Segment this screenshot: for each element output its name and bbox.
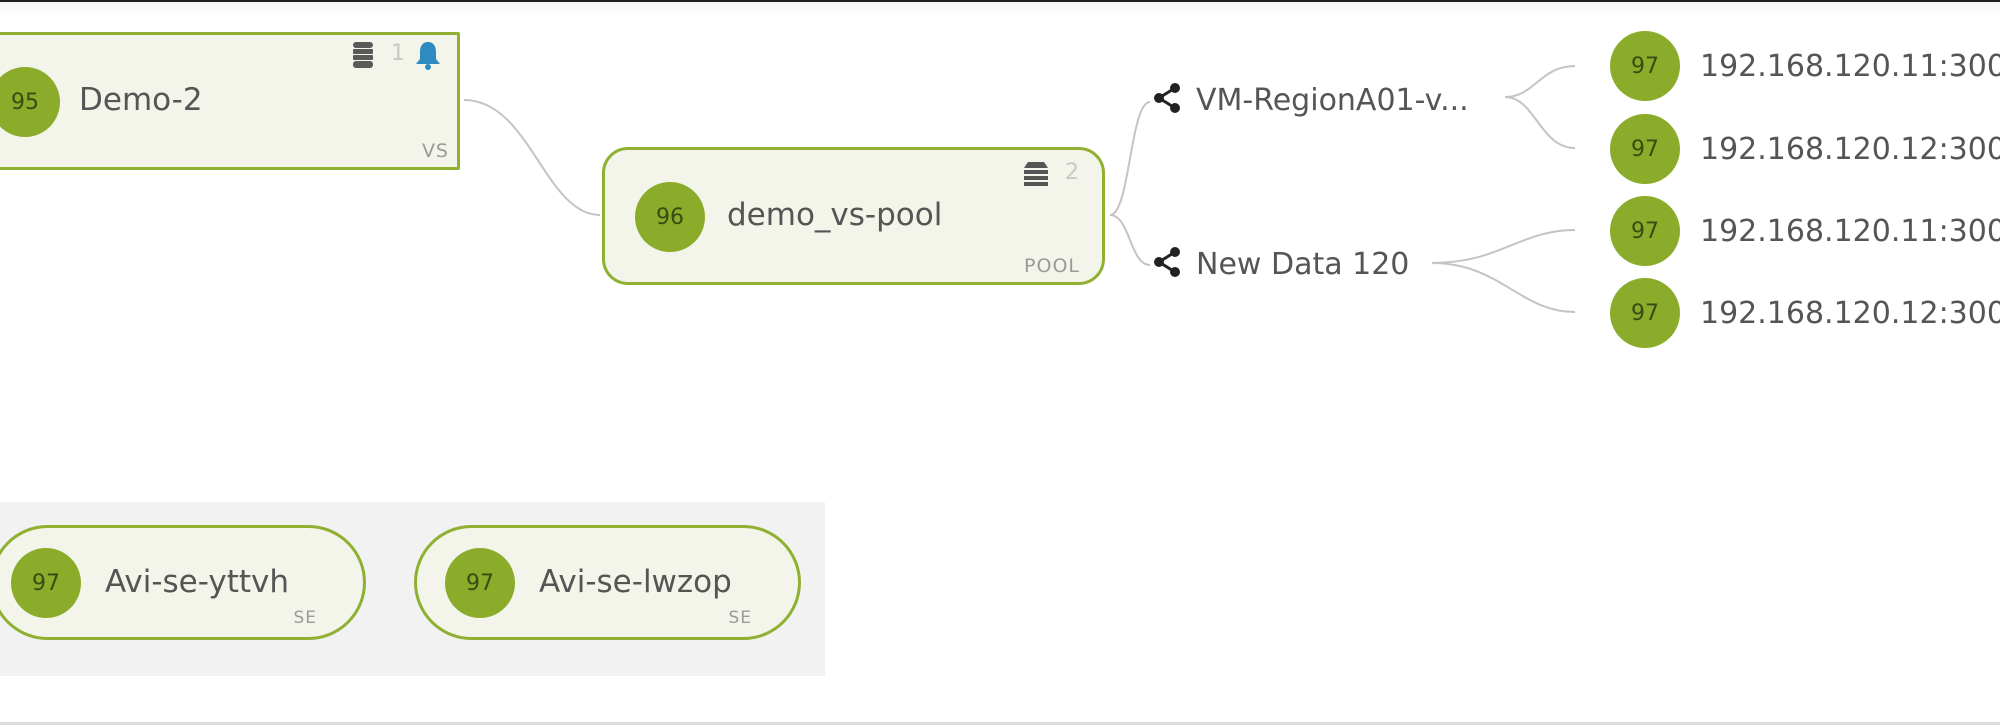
link-pool-to-group-1 [1109,101,1151,216]
node-type: POOL [1024,255,1080,277]
pool-member[interactable]: 97 192.168.120.12:3000 [1610,114,2000,184]
service-engine-node[interactable]: 97 Avi-se-lwzop SE [414,525,801,640]
pool-group[interactable]: New Data 120 [1152,246,1409,282]
share-icon [1152,246,1182,282]
pool-member[interactable]: 97 192.168.120.11:30001 [1610,31,2000,101]
member-address[interactable]: 192.168.120.12:3000 [1700,131,2000,167]
node-name[interactable]: Demo-2 [79,82,203,118]
bell-icon[interactable] [414,40,442,74]
health-score: 97 [1610,114,1680,184]
node-name[interactable]: demo_vs-pool [727,197,943,233]
pool-group-name[interactable]: VM-RegionA01-v... [1196,82,1469,118]
database-icon[interactable] [351,41,375,73]
top-border [0,0,2000,2]
health-score: 97 [1610,196,1680,266]
link-vs-to-pool [463,99,601,216]
virtual-service-node[interactable]: 95 Demo-2 1 VS [0,32,460,170]
node-type: VS [421,140,449,162]
service-engine-node[interactable]: 97 Avi-se-yttvh SE [0,525,366,640]
server-count: 2 [1065,160,1079,185]
node-name[interactable]: Avi-se-yttvh [105,564,290,600]
pool-member[interactable]: 97 192.168.120.11:30001 [1610,196,2000,266]
alert-count: 1 [391,41,405,66]
pool-group-name[interactable]: New Data 120 [1196,246,1410,282]
top-shade [0,2,2000,16]
member-address[interactable]: 192.168.120.11:30001 [1700,48,2000,84]
service-engine-panel: 97 Avi-se-yttvh SE 97 Avi-se-lwzop SE [0,502,825,676]
link-group-1-member-2 [1504,96,1576,149]
member-address[interactable]: 192.168.120.12:3000 [1700,295,2000,331]
health-score: 97 [1610,31,1680,101]
member-address[interactable]: 192.168.120.11:30001 [1700,213,2000,249]
health-score: 97 [11,548,81,618]
share-icon [1152,82,1182,118]
health-score: 95 [0,67,60,137]
pool-group[interactable]: VM-RegionA01-v... [1152,82,1469,118]
node-type: SE [293,608,317,628]
node-type: SE [728,608,752,628]
link-group-2-member-2 [1431,262,1576,313]
health-score: 96 [635,182,705,252]
node-name[interactable]: Avi-se-lwzop [539,564,732,600]
server-stack-icon[interactable] [1022,161,1050,191]
health-score: 97 [1610,278,1680,348]
link-group-1-member-1 [1504,65,1576,98]
pool-member[interactable]: 97 192.168.120.12:3000 [1610,278,2000,348]
bottom-divider [0,722,2000,725]
health-score: 97 [445,548,515,618]
link-group-2-member-1 [1431,229,1576,264]
pool-node[interactable]: 96 demo_vs-pool 2 POOL [602,147,1105,285]
link-pool-to-group-2 [1109,214,1151,266]
